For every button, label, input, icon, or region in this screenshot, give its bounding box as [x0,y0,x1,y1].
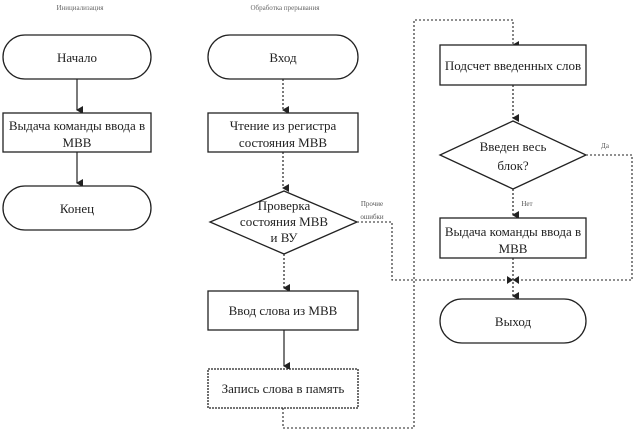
decision-check-status[interactable]: Проверка состояния МВВ и ВУ [208,190,359,255]
decision-check-status-line3: и ВУ [270,230,298,245]
decision-block-done-line1: Введен весь [480,139,547,154]
decision-block-done[interactable]: Введен весь блок? [438,120,588,190]
yes-label: Да [601,142,610,150]
decision-check-status-line2: состояния МВВ [240,214,328,229]
terminal-end[interactable]: Конец [2,185,152,231]
heading-init: Инициализация [56,4,104,12]
decision-check-status-line1: Проверка [258,198,311,213]
junction-marker [507,276,519,284]
process-read-status-line2: состояния МВВ [239,135,327,150]
terminal-start-label: Начало [57,50,97,65]
arrow-check-error-to-exit [357,221,512,281]
process-issue-command-loop[interactable]: Выдача команды ввода в МВВ [439,217,587,259]
terminal-exit-label: Выход [495,314,532,329]
branch-label-line2: ошибки [360,213,384,221]
terminal-exit[interactable]: Выход [439,298,587,344]
process-issue-command-init[interactable]: Выдача команды ввода в МВВ [2,112,152,153]
terminal-entry-label: Вход [269,50,297,65]
decision-block-done-line2: блок? [497,158,529,173]
terminal-start[interactable]: Начало [2,34,152,80]
terminal-entry[interactable]: Вход [207,34,359,80]
process-store-word[interactable]: Запись слова в память [207,368,359,409]
terminal-end-label: Конец [60,201,94,216]
process-issue-command-loop-line1: Выдача команды ввода в [445,224,581,239]
process-issue-command-loop-line2: МВВ [499,241,528,256]
process-issue-command-init-line1: Выдача команды ввода в [9,118,145,133]
process-input-word-label: Ввод слова из МВВ [229,303,338,318]
process-count-words[interactable]: Подсчет введенных слов [439,44,587,86]
branch-label-line1: Прочие [361,200,383,208]
heading-interrupt: Обработка прерывания [251,4,321,12]
no-label: Нет [521,200,532,208]
process-store-word-label: Запись слова в память [222,381,345,396]
process-issue-command-init-line2: МВВ [63,135,92,150]
arrow-store-to-count [282,19,519,429]
arrow-yes-to-exit [513,154,633,281]
process-count-words-label: Подсчет введенных слов [445,58,581,73]
process-read-status[interactable]: Чтение из регистра состояния МВВ [207,112,359,153]
process-input-word[interactable]: Ввод слова из МВВ [207,290,359,331]
process-read-status-line1: Чтение из регистра [230,118,337,133]
